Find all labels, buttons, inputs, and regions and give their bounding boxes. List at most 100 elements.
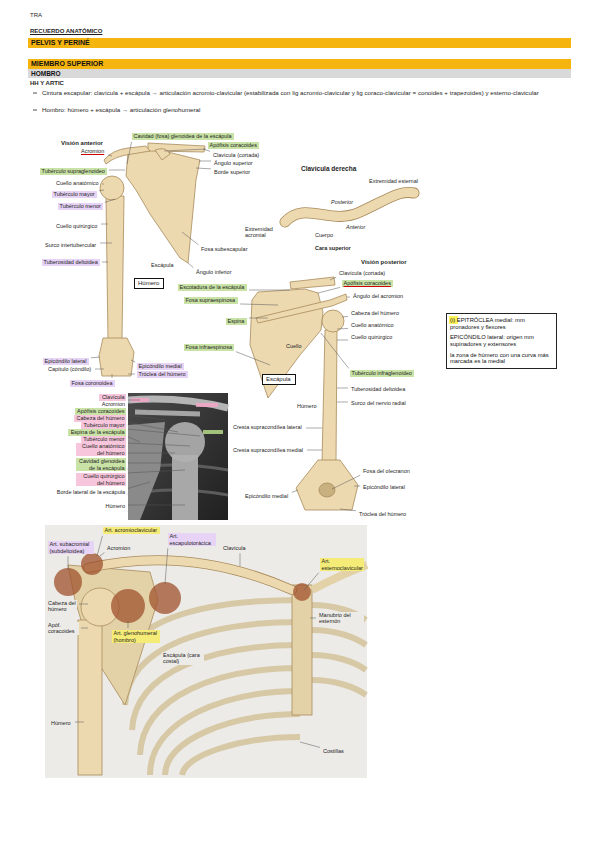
highlight-label: Tubérculo mayor [52,191,97,198]
node-text: Húmero [138,280,160,287]
leader-line [102,262,108,263]
leader-line [128,482,150,488]
leader-line [128,463,160,464]
humerus-distal [99,338,134,376]
node-text: Escotadura de la escápula [180,284,246,290]
node-text: Fosa supraespinosa [186,297,237,303]
page-header: TRA [30,12,43,19]
thorax-figure [45,525,367,778]
node-text: HOMBRO [31,70,568,77]
clavicle-bone [88,560,292,590]
highlight-label: Cavidad (fosa) glenoidea de la escápula [132,133,234,140]
node-text: Art. esternoclavicular [322,558,363,571]
leader-line [337,402,348,403]
highlight-label: Art. esternoclavicular [320,558,364,571]
leader-line [240,304,278,305]
leader-line [128,422,178,432]
highlight-label: Art. glenohumeral (hombro) [112,630,160,643]
node-text: Cavidad (fosa) glenoidea de la escápula [134,133,233,139]
anatomy-label: Acromion [106,545,132,551]
leader-line [105,199,115,202]
highlight-label: Epicóndilo medial [137,363,184,370]
joint-mark [81,553,103,575]
leader-line [81,628,88,629]
highlight-label: Escotadura de la escápula [178,284,247,291]
joint-mark [293,583,311,601]
leader-line [100,553,104,556]
leader-line [100,243,112,244]
humerus-head [100,176,124,200]
anatomy-label: Clavícula [222,545,248,551]
bullet-dash [33,110,37,111]
anatomy-label: Tuberosidad deltoidea [350,386,407,392]
anatomy-label: Ángulo inferior [195,269,233,275]
leader-line [108,155,112,156]
leader-line [199,161,211,162]
node-text: Art. escapulotorácica [170,533,215,546]
xray-humeral-head [165,422,205,462]
highlight-label: Art. acromioclavicular [103,527,160,534]
leader-line [75,722,84,723]
anatomy-label: Acromion [100,401,126,407]
highlight-label: Epicóndilo lateral [43,358,89,365]
section-band: MIEMBRO SUPERIOR [28,59,571,69]
highlight-label: Tróclea del húmero [137,371,188,378]
node-text: Fosa infraespinosa [186,344,233,350]
node-text: Cuello quirúrgico del húmero [78,473,125,486]
leader-line [95,369,104,370]
node-text: Cuello anatómico del húmero [78,443,125,456]
leader-line [318,287,340,293]
node-text: Epicóndilo medial [139,363,183,369]
section-band: PELVIS Y PERINÉ [28,38,571,48]
anatomy-label: Húmero [103,503,126,509]
joint-marks [54,553,311,623]
highlight-label: Tubérculo menor [58,203,103,210]
node-text: Tubérculo mayor [54,191,96,197]
anatomy-label: Ángulo del acromion [352,293,405,299]
node-text: MIEMBRO SUPERIOR [31,60,568,68]
leader-line [91,357,100,359]
rib [312,680,366,695]
anatomy-label: Extremidad esternal [368,178,420,184]
node-text: Tubérculo menor [83,436,125,442]
node-text: PELVIS Y PERINÉ [31,39,568,47]
clavicle-outline [285,192,414,222]
clavicle-outline [88,560,292,590]
node-text: Cabeza del húmero [76,415,125,421]
node-text: Tubérculo menor [60,203,102,209]
anatomy-label: Anterior [345,224,367,230]
olecranon-fossa [319,483,335,497]
node-text: Espina de la escápula [70,429,125,435]
leader-line [128,429,200,436]
leader-line [337,388,348,389]
leader-line [127,142,132,164]
leader-line [354,486,360,487]
rib [140,668,300,755]
joint-mark [54,568,82,596]
highlight-label: Espina [226,318,247,325]
anatomy-label: Húmero [50,720,73,726]
highlight-label: Cuello quirúrgico del húmero [76,473,126,486]
anatomy-label: Cuello quirúrgico [55,223,99,229]
leader-line [306,428,322,429]
highlight-label: Apófisis coracoides [75,408,126,415]
leader-line [203,149,210,151]
node-text: Clavícula [101,394,125,400]
anatomy-label: Fosa subescapular [200,246,249,252]
highlight-label: Cabeza del húmero [74,415,126,422]
bullet-text: Hombro: húmero + escápula → articulación… [42,106,571,114]
highlight-label: Tuberosidad deltoidea [42,259,100,266]
anatomy-label: Cabeza del húmero [47,600,77,613]
leader-line [128,470,185,473]
anatomy-label: Posterior [330,199,355,205]
anatomy-label: Húmero [296,403,319,409]
leader-line [337,328,348,330]
anatomy-label: Cuello [286,343,303,349]
highlight-label: Fosa infraespinosa [184,344,234,351]
leader-line [347,297,350,298]
anatomy-label: Cresta supracondílea medial [232,447,305,453]
leader-line [112,374,113,378]
rib [312,655,366,670]
highlight-label: Fosa supraespinosa [184,297,238,304]
subsection-band: HOMBRO [28,69,571,78]
